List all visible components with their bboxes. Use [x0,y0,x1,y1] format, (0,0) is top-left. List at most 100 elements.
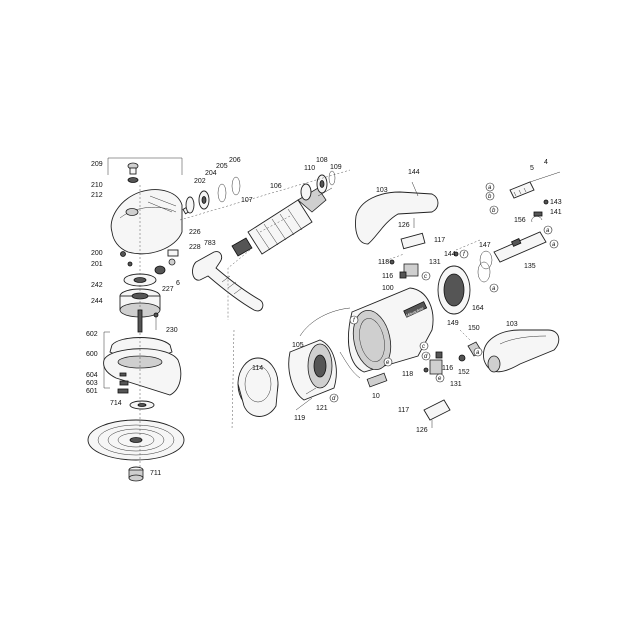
label-105: 105 [292,342,304,349]
callout-f2-ring [349,315,359,325]
part-116-top [399,271,407,279]
callout-b1-ring [485,191,495,201]
label-604: 604 [86,372,98,379]
label-156: 156 [514,217,526,224]
label-149: 149 [447,320,459,327]
callout-b1: b [488,194,492,200]
label-226: 226 [189,229,201,236]
label-103-top: 103 [376,187,388,194]
disc-ring-3 [117,432,155,448]
label-230: 230 [166,327,178,334]
label-126-top: 126 [398,222,410,229]
armature-axis [179,169,351,221]
part-10-plate [366,372,388,388]
screw-121 [305,387,317,395]
label-600: 600 [86,351,98,358]
callout-a3: a [552,242,556,248]
label-783: 783 [204,240,216,247]
label-117-top: 117 [434,237,445,244]
part-202 [185,196,195,214]
part-110 [300,183,312,201]
part-117-lower [423,399,451,421]
part-144b [453,251,459,257]
label-117-lower: 117 [398,407,409,414]
label-204: 204 [205,170,217,177]
label-200: 200 [91,250,103,257]
label-601: 601 [86,388,98,395]
label-143: 143 [550,199,562,206]
part-114-inner [244,365,272,403]
part-108-bore [319,180,325,188]
guide-lines [227,215,405,431]
housing-contour [119,206,177,219]
label-10: 10 [372,393,380,400]
callout-c2: c [422,344,425,350]
callout-b2: b [492,208,496,214]
label-121: 121 [316,405,328,412]
part-152 [458,354,466,362]
screw-230-head [153,312,159,318]
housing-opening [352,310,392,370]
housing-boss [125,208,139,216]
armature-core [247,199,313,255]
label-212: 212 [91,192,103,199]
label-227: 227 [162,286,174,293]
label-119: 119 [294,415,305,422]
callout-f1-ring [459,249,469,259]
rear-handle-group [423,171,561,428]
label-107: 107 [241,197,253,204]
part-210-spring [129,167,137,175]
armature-shaft [317,187,333,197]
label-118-lower: 118 [402,371,413,378]
label-144b: 144 [444,251,456,258]
part-204-bore [201,196,207,204]
wire-1 [299,307,351,337]
housing-ribs [147,195,177,213]
label-164: 164 [472,305,484,312]
part-604 [119,372,127,377]
callout-circles: a b b a a c f f d e c d e a a [329,182,559,403]
relief-grooves [513,187,527,197]
part-227 [154,265,166,275]
housing-inner [359,318,385,362]
callout-a5-ring [473,347,483,357]
upper-handle-group [355,181,459,279]
label-114: 114 [252,365,263,372]
label-116-top: 116 [382,273,393,280]
part-118-lower [423,367,429,373]
label-152: 152 [458,369,470,376]
part-118-top [389,259,395,265]
part-212 [127,177,139,183]
part-601 [117,388,129,394]
armature-pinion [231,237,253,257]
stator-bore [313,354,327,378]
callout-a2-ring [543,225,553,235]
label-228: 228 [189,244,201,251]
part-141 [533,211,543,217]
label-118-top: 118 [378,259,389,266]
callout-a3-ring [549,239,559,249]
label-210: 210 [91,182,103,189]
label-150: 150 [468,325,480,332]
callout-e1: e [386,360,390,366]
part-117-cover [400,232,426,250]
handle-grip-lines [221,275,243,295]
label-5: 5 [530,165,534,172]
callout-e1-ring [383,357,393,367]
motor-group: Milwaukee [227,215,491,431]
callout-a4-ring [489,283,499,293]
label-147: 147 [479,242,491,249]
label-714: 714 [110,400,122,407]
label-711: 711 [150,470,161,477]
bracket-209-line [107,157,183,175]
callout-a4: a [492,286,496,292]
callout-d1-ring [329,393,339,403]
gear-head-group [87,157,194,482]
part-201 [127,261,133,267]
part-114-body [237,383,279,417]
callout-f1: f [463,252,466,258]
label-242: 242 [91,282,103,289]
disc-bore [129,437,143,443]
part-5-strain-relief [509,181,535,199]
